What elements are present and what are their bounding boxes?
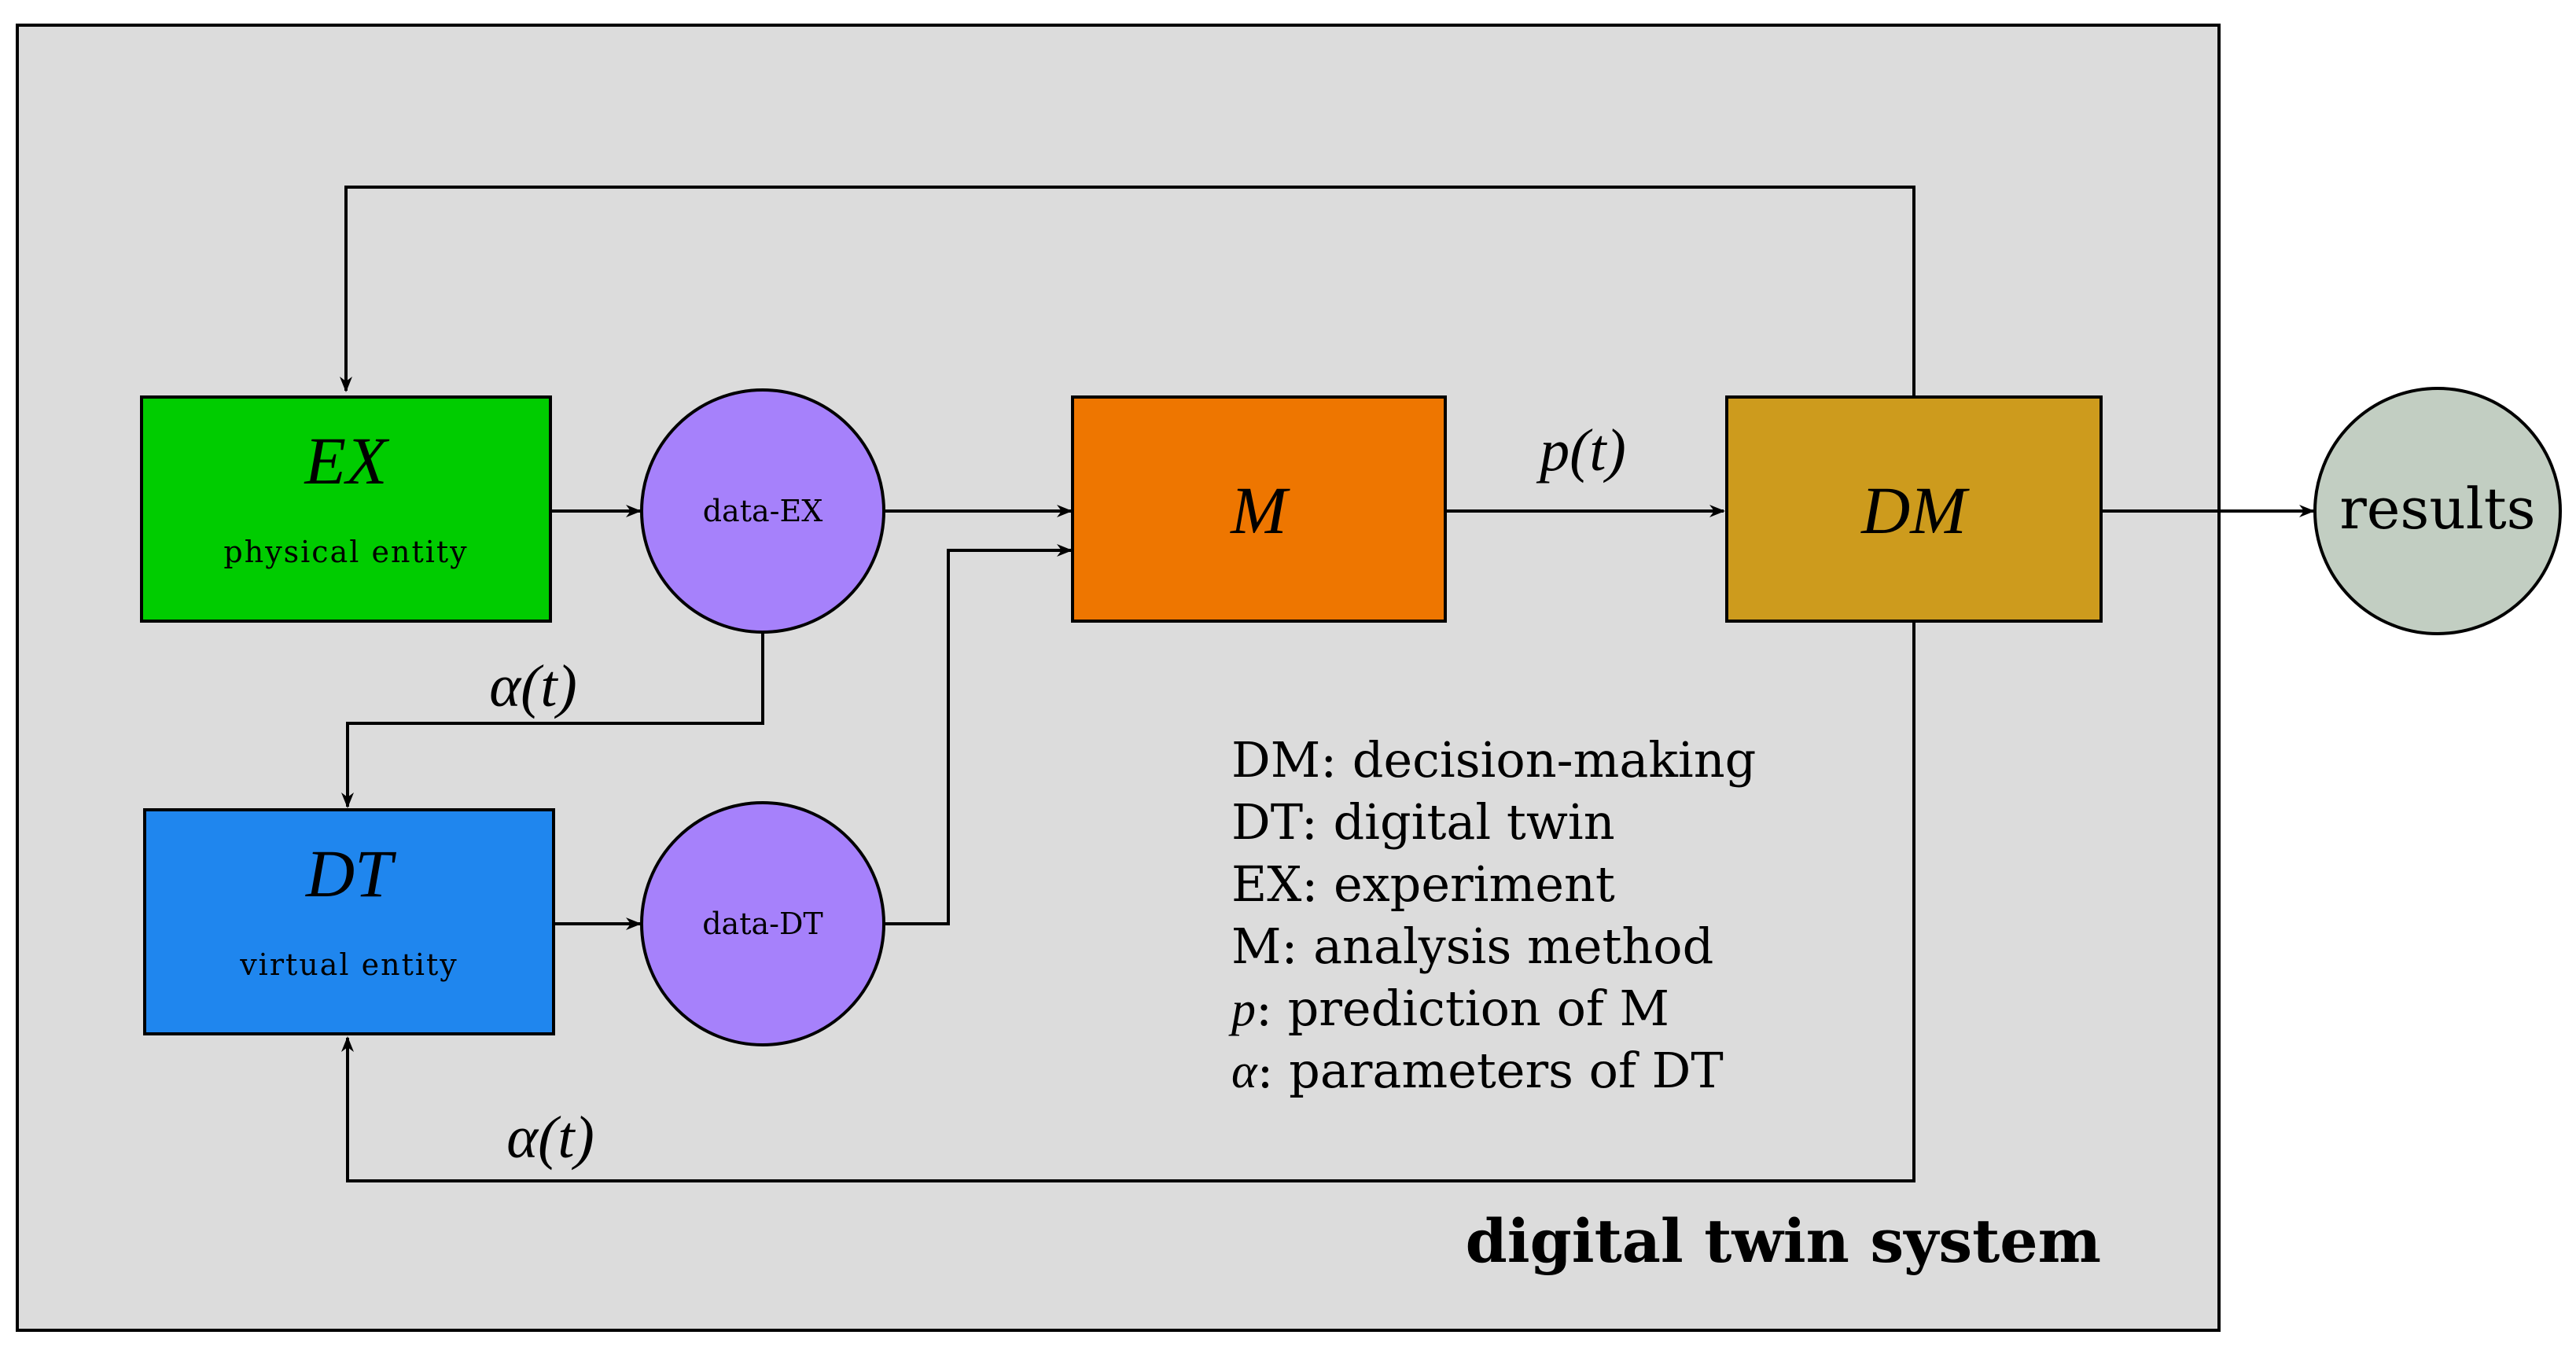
- data-ex-node: [640, 388, 885, 634]
- legend-item: α: parameters of DT: [1231, 1042, 1724, 1099]
- dt-title: DT: [305, 836, 396, 911]
- ex-subtitle: physical entity: [223, 535, 468, 569]
- alpha-t-lower-label: α(t): [506, 1105, 594, 1171]
- legend-text: : analysis method: [1281, 918, 1713, 975]
- m-box: [1071, 395, 1447, 623]
- dm-title: DM: [1860, 473, 1970, 548]
- legend-key: α: [1231, 1045, 1258, 1098]
- alpha-t-upper-label: α(t): [489, 653, 577, 719]
- ex-box: [140, 395, 552, 623]
- m-title: M: [1229, 473, 1290, 548]
- system-container: [16, 24, 2221, 1332]
- feedback-dm-to-ex-arrow: [340, 186, 1915, 397]
- data-dt-node: [640, 801, 885, 1046]
- results-label: results: [2339, 476, 2535, 542]
- dm-box: [1725, 395, 2103, 623]
- legend-item: DM: decision-making: [1231, 731, 1756, 789]
- legend-text: : experiment: [1301, 855, 1615, 913]
- ex-title: EX: [303, 423, 390, 498]
- legend-text: : parameters of DT: [1257, 1042, 1724, 1099]
- data-dt-label: data-DT: [702, 907, 823, 941]
- legend-key: DM: [1231, 731, 1320, 789]
- legend-item: DT: digital twin: [1231, 793, 1615, 851]
- legend-key: p: [1228, 983, 1256, 1036]
- legend-item: EX: experiment: [1231, 855, 1615, 913]
- data-ex-to-dt-arrow: [341, 633, 764, 808]
- feedback-dm-to-dt-arrow: [341, 621, 1915, 1182]
- results-node: [2313, 387, 2562, 635]
- dt-box: [143, 808, 555, 1035]
- legend-text: : digital twin: [1301, 793, 1615, 851]
- legend-item: p: prediction of M: [1228, 980, 1669, 1037]
- dt-subtitle: virtual entity: [239, 947, 458, 982]
- legend-text: : decision-making: [1320, 731, 1756, 789]
- legend-key: EX: [1231, 855, 1301, 913]
- data-dt-to-m-arrow: [885, 544, 1073, 925]
- legend-key: DT: [1231, 793, 1303, 851]
- legend-item: M: analysis method: [1231, 918, 1713, 975]
- data-ex-label: data-EX: [703, 494, 823, 528]
- legend-text: : prediction of M: [1256, 980, 1669, 1037]
- legend-key: M: [1231, 918, 1281, 975]
- system-label: digital twin system: [1466, 1206, 2101, 1276]
- p-t-label: p(t): [1536, 417, 1626, 484]
- legend: DM: decision-making DT: digital twin EX:…: [1228, 731, 1756, 1099]
